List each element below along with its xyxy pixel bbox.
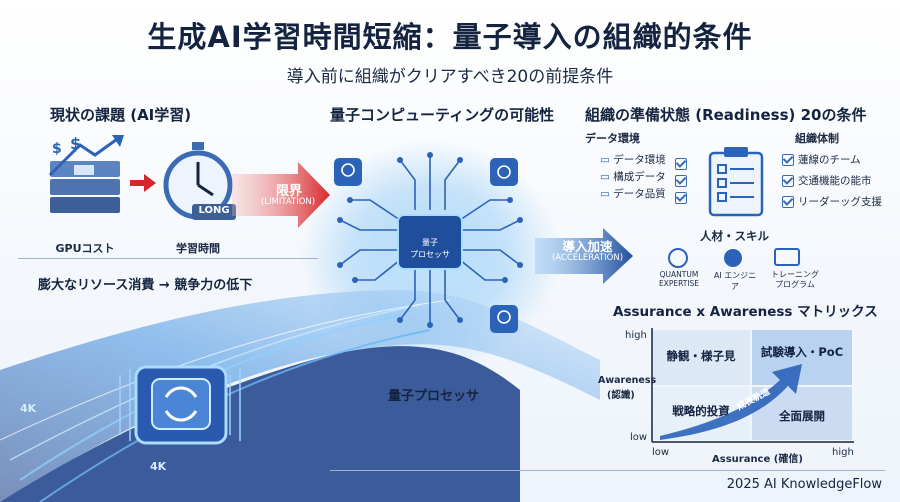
acceleration-arrow-graphic <box>535 228 633 284</box>
stopwatch-icon <box>163 142 236 220</box>
learning-time-label: 学習時間 <box>176 242 220 255</box>
limit-label: 限界 <box>275 184 302 199</box>
q-top-left-label: 静観・様子見 <box>666 349 736 363</box>
left-section-header: 現状の課題 (AI学習) <box>50 106 192 124</box>
clipboard-checklist-icon <box>708 147 764 217</box>
x-axis-low: low <box>652 447 670 458</box>
y-axis-low: low <box>630 432 648 443</box>
page-subtitle: 導入前に組織がクリアすべき20の前提条件 <box>286 67 614 87</box>
x-axis-high: high <box>832 447 854 458</box>
quantum-chip-icon <box>119 365 241 445</box>
data-checkboxes <box>675 156 691 207</box>
skills-title: 人材・スキル <box>700 229 769 243</box>
q-top-right-label: 試験導入・PoC <box>760 345 844 359</box>
checkbox-icon <box>675 156 691 173</box>
left-summary: 膨大なリソース消費 → 競争力の低下 <box>38 278 253 293</box>
skill-training-program: トレーニング プログラム <box>771 270 819 289</box>
svg-text:$: $ <box>70 135 81 153</box>
y-axis-label-2: (認識) <box>607 390 635 401</box>
limit-arrow-graphic <box>232 162 330 228</box>
chip-text-2: プロセッサ <box>410 250 450 259</box>
divider <box>18 258 318 259</box>
gpu-cost-label: GPUコスト <box>55 242 115 255</box>
long-badge: LONG <box>198 205 230 216</box>
quadrant-top-left <box>652 330 750 385</box>
matrix-title: Assurance x Awareness マトリックス <box>613 304 878 320</box>
database-icon: ▭ <box>600 171 614 183</box>
chip-mark-2: 4K <box>150 460 167 473</box>
org-item: 蓮線のチーム <box>782 152 882 169</box>
limit-sublabel: (LIMITATION) <box>260 197 316 207</box>
right-section-header: 組織の準備状態 (Readiness) 20の条件 <box>585 106 867 124</box>
checkbox-icon <box>675 173 691 190</box>
org-item: リーダーッグ支援 <box>782 194 882 211</box>
data-items-list: ▭ データ環境 ▭ 構成データ ▭ データ品質 <box>600 152 666 203</box>
data-item: ▭ データ環境 <box>600 154 666 166</box>
org-group-title: 組織体制 <box>795 132 839 145</box>
acceleration-sublabel: (ACCELERATION) <box>551 253 624 263</box>
x-axis-label: Assurance (確信) <box>712 454 803 465</box>
data-item: ▭ 構成データ <box>600 171 666 183</box>
quantum-processor-label: 量子プロセッサ <box>388 389 480 404</box>
skill-quantum-expertise: QUANTUM EXPERTISE <box>658 270 700 288</box>
footer-divider <box>330 470 885 471</box>
svg-text:$: $ <box>52 141 62 157</box>
growth-trajectory-arrow <box>651 328 854 443</box>
y-axis-high: high <box>625 330 647 341</box>
gpu-stack-icon: $ $ <box>48 135 124 213</box>
org-items-list: 蓮線のチーム 交通機能の能市 リーダーッグ支援 <box>782 152 882 211</box>
q-bottom-left-label: 戦略的投資 <box>672 404 730 418</box>
database-icon: ▭ <box>600 154 614 166</box>
checkbox-icon <box>675 190 691 207</box>
q-bottom-right-label: 全面展開 <box>779 409 825 423</box>
small-red-arrow-icon <box>130 174 156 192</box>
data-group-title: データ環境 <box>585 132 640 145</box>
quantum-circuit-graphic <box>334 152 523 333</box>
data-item: ▭ データ品質 <box>600 188 666 200</box>
acceleration-label: 導入加速 <box>562 239 613 254</box>
footer-credit: 2025 AI KnowledgeFlow <box>726 477 882 492</box>
y-axis-label-1: Awareness <box>598 375 657 386</box>
database-icon: ▭ <box>600 188 614 200</box>
org-item: 交通機能の能市 <box>782 173 882 190</box>
page-title: 生成AI学習時間短縮：量子導入の組織的条件 <box>147 20 753 54</box>
center-section-header: 量子コンピューティングの可能性 <box>330 106 555 124</box>
chip-mark-1: 4K <box>20 402 37 415</box>
skill-ai-engineer: AI エンジニア <box>713 271 757 291</box>
skills-icons <box>668 248 800 268</box>
chip-text-1: 量子 <box>422 238 438 247</box>
quadrant-top-right <box>752 330 852 385</box>
